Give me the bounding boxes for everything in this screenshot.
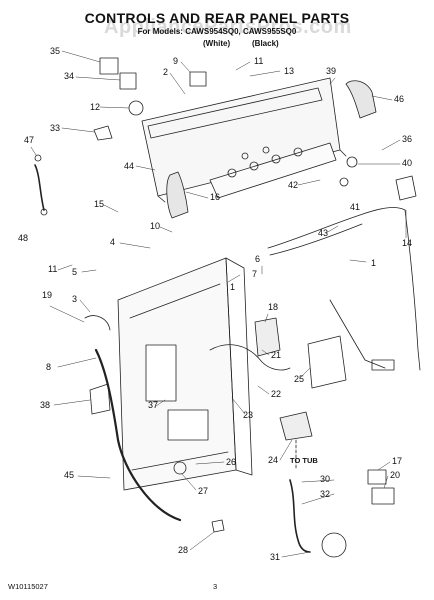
callout-label: 43 <box>318 228 328 238</box>
callout-label: 28 <box>178 545 188 555</box>
bracket-25 <box>307 335 347 389</box>
callout-label: 10 <box>150 221 160 231</box>
to-tub-label: TO TUB <box>290 456 318 465</box>
callout-label: 19 <box>42 290 52 300</box>
console-endcap-left <box>166 171 189 219</box>
callout-label: 46 <box>394 94 404 104</box>
drain-hose <box>94 348 182 522</box>
callout-label: 23 <box>243 410 253 420</box>
callout-label: 42 <box>288 180 298 190</box>
valve-20 <box>371 487 395 505</box>
callout-label: 25 <box>294 374 304 384</box>
callout-label: 27 <box>198 486 208 496</box>
callout-label: 2 <box>163 67 168 77</box>
callout-label: 40 <box>402 158 412 168</box>
model-numbers: For Models: CAWS954SQ0, CAWS955SQ0 <box>137 27 297 36</box>
bracket-33 <box>93 125 113 141</box>
callout-label: 18 <box>268 302 278 312</box>
callout-label: 1 <box>230 282 235 292</box>
clamp-47b <box>40 208 48 216</box>
callout-label: 1 <box>371 258 376 268</box>
callout-label: 17 <box>392 456 402 466</box>
callout-label: 20 <box>390 470 400 480</box>
callout-label: 16 <box>210 192 220 202</box>
callout-label: 31 <box>270 552 280 562</box>
callout-label: 4 <box>110 237 115 247</box>
callout-label: 5 <box>72 267 77 277</box>
console-panel <box>141 77 347 203</box>
callout-label: 32 <box>320 489 330 499</box>
callout-label: 41 <box>350 202 360 212</box>
callout-label: 45 <box>64 470 74 480</box>
callout-label: 11 <box>254 56 263 66</box>
watermark: AppliancePartsPros.com <box>104 16 352 38</box>
leader-lines <box>30 50 407 558</box>
callout-label: 12 <box>90 102 100 112</box>
callout-label: 34 <box>64 71 74 81</box>
knob-12 <box>128 100 144 116</box>
callout-label: 26 <box>226 457 236 467</box>
page-title: CONTROLS AND REAR PANEL PARTS <box>84 10 350 26</box>
callout-label: 9 <box>173 56 178 66</box>
variant-white: (White) <box>203 39 231 48</box>
console-endcap-right <box>345 80 377 119</box>
fill-hose <box>209 344 291 371</box>
clamp-47a <box>34 154 42 162</box>
callout-label: 36 <box>402 134 412 144</box>
callout-label: 24 <box>268 455 278 465</box>
tub-fitting-24 <box>279 411 313 441</box>
bracket-38 <box>89 383 111 415</box>
knob-41 <box>339 177 349 187</box>
variant-black: (Black) <box>252 39 279 48</box>
switch-34 <box>119 72 137 90</box>
callout-label: 44 <box>124 161 134 171</box>
cap-27 <box>173 461 187 475</box>
callout-labels: 35 9 11 13 2 34 39 46 12 1 36 33 40 44 4… <box>18 46 412 562</box>
document-number: W10115027 <box>8 582 48 591</box>
callout-label: 33 <box>50 123 60 133</box>
water-valve <box>254 317 281 357</box>
clip-3 <box>84 315 111 331</box>
callout-label: 6 <box>255 254 260 264</box>
callout-label: 14 <box>402 238 412 248</box>
callout-label: 48 <box>18 233 28 243</box>
timer-9 <box>189 71 207 87</box>
switch-35 <box>99 57 119 75</box>
callout-label: 37 <box>148 400 158 410</box>
callout-label: 11 <box>48 264 57 274</box>
callout-label: 7 <box>252 269 257 279</box>
rear-panel <box>117 257 253 491</box>
callout-label: 30 <box>320 474 330 484</box>
callout-label: 13 <box>284 66 294 76</box>
wire-harness <box>267 207 421 371</box>
tub-hose <box>289 479 311 553</box>
callout-label: 3 <box>72 294 77 304</box>
valve-17 <box>367 469 387 485</box>
clamp-28 <box>211 519 225 533</box>
knob-40 <box>346 156 358 168</box>
connector-14 <box>395 175 417 201</box>
page-number: 3 <box>213 582 218 591</box>
callout-label: 38 <box>40 400 50 410</box>
callout-label: 21 <box>271 350 281 360</box>
fitting-31 <box>321 532 347 558</box>
callout-label: 35 <box>50 46 60 56</box>
callout-label: 47 <box>24 135 34 145</box>
callout-label: 39 <box>326 66 336 76</box>
callout-label: 22 <box>271 389 281 399</box>
callout-label: 15 <box>94 199 104 209</box>
pressure-hose <box>34 164 45 211</box>
callout-label: 8 <box>46 362 51 372</box>
